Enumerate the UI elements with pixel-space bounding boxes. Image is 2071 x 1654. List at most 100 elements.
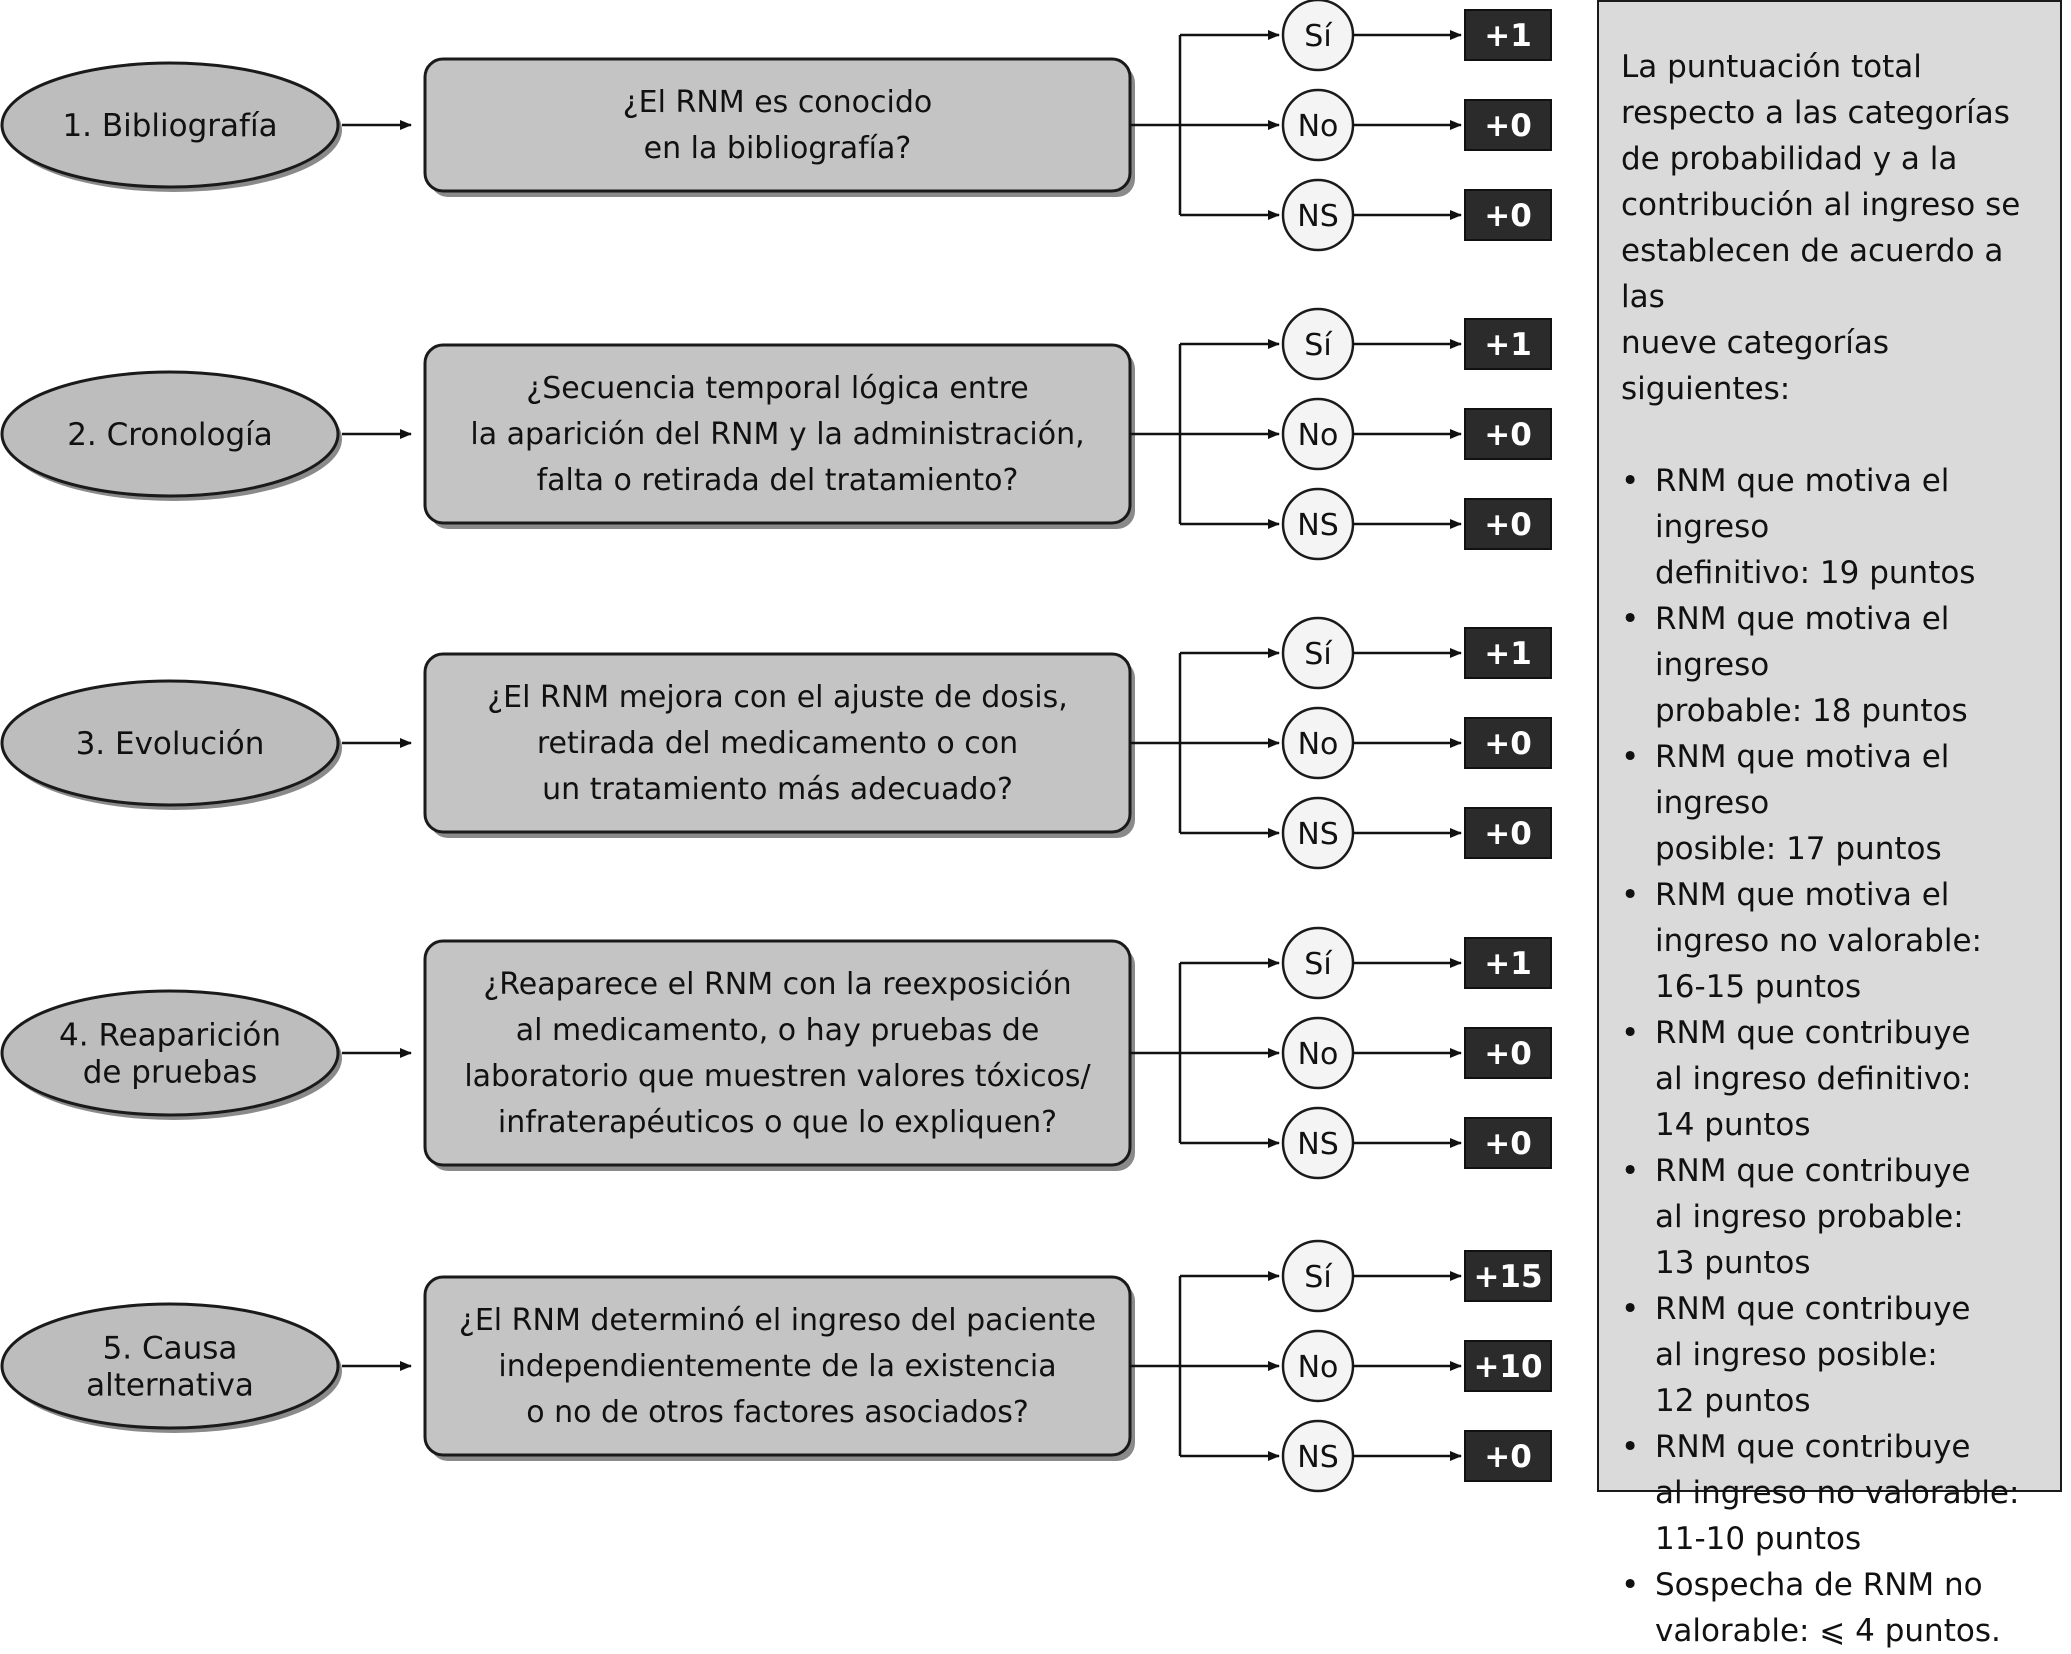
score-box xyxy=(1464,9,1552,61)
step-label-line: 2. Cronología xyxy=(67,417,273,453)
score-value: +0 xyxy=(1484,726,1532,762)
step-label-line: 4. Reaparición xyxy=(59,1018,281,1054)
bullet-icon: • xyxy=(1621,601,1640,637)
category-line: al ingreso no valorable: xyxy=(1655,1475,2020,1511)
answer-ns: NS+0 xyxy=(1180,1419,1552,1493)
step-label-line: alternativa xyxy=(86,1368,254,1404)
category-line: RNM que contribuye xyxy=(1655,1429,1971,1465)
answer-si: Sí +15 xyxy=(1180,1239,1552,1313)
question-line: ¿Reaparece el RNM con la reexposición xyxy=(483,967,1071,1002)
step-label-ellipse xyxy=(0,61,340,189)
category-line: 12 puntos xyxy=(1655,1383,1811,1419)
bullet-icon: • xyxy=(1621,877,1640,913)
question-line: retirada del medicamento o con xyxy=(537,726,1018,761)
score-box xyxy=(1464,627,1552,679)
category-line: probable: 18 puntos xyxy=(1655,693,1968,729)
score-value: +1 xyxy=(1484,636,1532,672)
step-label-ellipse xyxy=(0,679,340,807)
intro-line: La puntuación total xyxy=(1621,49,1922,85)
category-line: 14 puntos xyxy=(1655,1107,1811,1143)
question-line: al medicamento, o hay pruebas de xyxy=(516,1013,1040,1048)
step-1: 1. Bibliografía ¿El RNM es conocido en la … xyxy=(0,0,1552,252)
answer-label: Sí xyxy=(1304,637,1333,672)
score-box xyxy=(1464,318,1552,370)
answer-label: Sí xyxy=(1304,1260,1333,1295)
answer-label: NS xyxy=(1297,817,1338,852)
question-line: infraterapéuticos o que lo expliquen? xyxy=(498,1105,1057,1140)
step-3: 3. Evolución ¿El RNM mejora con el ajuste… xyxy=(0,616,1552,870)
score-value: +0 xyxy=(1484,1126,1532,1162)
step-label-line: 5. Causa xyxy=(103,1331,238,1367)
flowchart: 1. Bibliografía ¿El RNM es conocido en la … xyxy=(0,0,1552,1493)
answer-no: No +10 xyxy=(1180,1329,1552,1403)
bullet-icon: • xyxy=(1621,1015,1640,1051)
bullet-icon: • xyxy=(1621,1291,1640,1327)
answer-label: No xyxy=(1298,109,1339,144)
intro-line: respecto a las categorías xyxy=(1621,95,2010,131)
answer-si: Sí +1 xyxy=(1180,0,1552,72)
score-value: +15 xyxy=(1473,1259,1542,1295)
score-value: +10 xyxy=(1473,1349,1542,1385)
score-box xyxy=(1464,1250,1552,1302)
answer-label: NS xyxy=(1297,1440,1338,1475)
step-label-line: 1. Bibliografía xyxy=(62,108,277,144)
answer-si: Sí+1 xyxy=(1180,926,1552,1000)
category-line: RNM que motiva el ingreso xyxy=(1655,463,1950,545)
answer-no: No+0 xyxy=(1180,1016,1552,1090)
score-value: +1 xyxy=(1484,327,1532,363)
question-line: falta o retirada del tratamiento? xyxy=(537,463,1019,498)
answer-no: No+0 xyxy=(1180,397,1552,471)
score-box xyxy=(1464,937,1552,989)
category-line: Sospecha de RNM no xyxy=(1655,1567,1983,1603)
score-box xyxy=(1464,1340,1552,1392)
bullet-icon: • xyxy=(1621,739,1640,775)
category-line: definitivo: 19 puntos xyxy=(1655,555,1976,591)
score-box xyxy=(1464,1117,1552,1169)
answer-no: No +0 xyxy=(1180,88,1552,162)
bullet-icon: • xyxy=(1621,1429,1640,1465)
answer-ns: NS+0 xyxy=(1180,178,1552,252)
score-box xyxy=(1464,1430,1552,1482)
question-line: ¿El RNM determinó el ingreso del pacient… xyxy=(459,1303,1096,1338)
intro-line: contribución al ingreso se xyxy=(1621,187,2021,223)
bullet-icon: • xyxy=(1621,463,1640,499)
step-label-line: 3. Evolución xyxy=(76,726,265,762)
answer-label: NS xyxy=(1297,1127,1338,1162)
answer-label: No xyxy=(1298,727,1339,762)
category-line: al ingreso probable: xyxy=(1655,1199,1964,1235)
score-box xyxy=(1464,807,1552,859)
question-line: un tratamiento más adecuado? xyxy=(542,772,1013,807)
score-box xyxy=(1464,1027,1552,1079)
answer-label: NS xyxy=(1297,199,1338,234)
answer-label: Sí xyxy=(1304,19,1333,54)
score-value: +0 xyxy=(1484,507,1532,543)
question-line: ¿El RNM es conocido xyxy=(623,85,933,120)
category-line: posible: 17 puntos xyxy=(1655,831,1942,867)
score-value: +0 xyxy=(1484,108,1532,144)
category-line: al ingreso definitivo: xyxy=(1655,1061,1972,1097)
info-intro: La puntuación total respecto a las catego… xyxy=(1621,44,2040,412)
step-label-ellipse xyxy=(0,1302,340,1430)
category-line: RNM que motiva el xyxy=(1655,877,1950,913)
answer-ns: NS+0 xyxy=(1180,487,1552,561)
step-label-ellipse xyxy=(0,989,340,1117)
answer-label: No xyxy=(1298,1350,1339,1385)
intro-line: de probabilidad y a la xyxy=(1621,141,1958,177)
category-line: RNM que motiva el ingreso xyxy=(1655,739,1950,821)
answer-label: No xyxy=(1298,418,1339,453)
category-list: • RNM que motiva el ingreso definitivo: 19… xyxy=(1621,458,2040,1654)
bullet-icon: • xyxy=(1621,1567,1640,1603)
question-line: en la bibliografía? xyxy=(644,131,912,166)
question-line: ¿El RNM mejora con el ajuste de dosis, xyxy=(487,680,1068,715)
score-value: +1 xyxy=(1484,946,1532,982)
info-panel: La puntuación total respecto a las catego… xyxy=(1597,0,2062,1649)
score-value: +1 xyxy=(1484,18,1532,54)
intro-line: nueve categorías siguientes: xyxy=(1621,325,1890,407)
answer-si: Sí+1 xyxy=(1180,307,1552,381)
category-line: al ingreso posible: xyxy=(1655,1337,1938,1373)
